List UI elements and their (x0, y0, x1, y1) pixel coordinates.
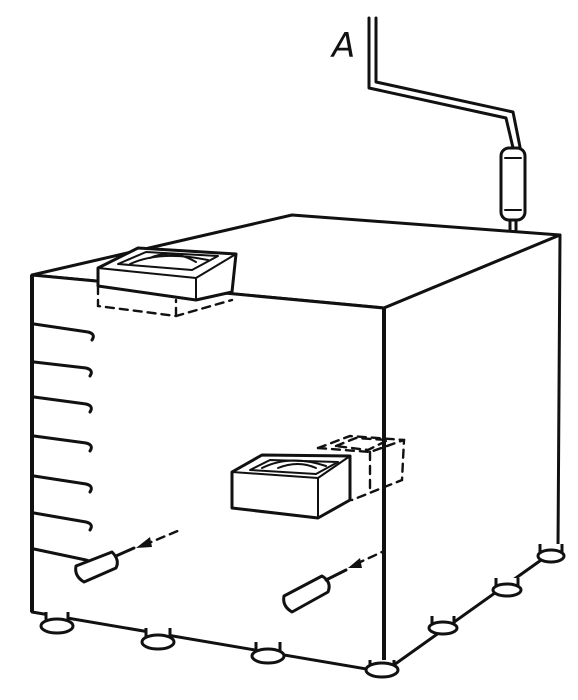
probe-tool (367, 16, 527, 242)
top-mold (96, 246, 238, 318)
probe-body (499, 146, 527, 222)
block-side-face (382, 233, 562, 674)
support-feet (39, 544, 566, 679)
side-mold (230, 434, 406, 520)
brush-right (282, 550, 384, 614)
heater-rods (32, 322, 95, 570)
label-a: A (330, 26, 355, 66)
brush-left (74, 528, 182, 584)
